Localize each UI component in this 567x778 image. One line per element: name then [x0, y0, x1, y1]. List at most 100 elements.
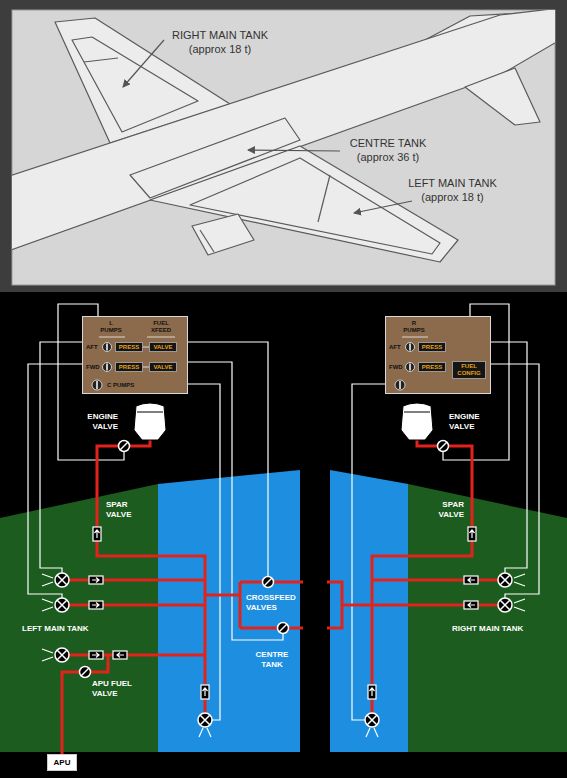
panel-switches	[406, 363, 415, 372]
apu-box: APU	[47, 754, 77, 771]
panel-label: AFT	[86, 344, 98, 351]
check-valve-symbol	[113, 651, 127, 659]
aircraft-illustration	[84, 58, 118, 62]
fuel-line	[327, 582, 372, 628]
fuel-line	[204, 699, 207, 713]
press-light-text: PRESS	[117, 343, 141, 351]
check-valve-symbol	[201, 685, 209, 699]
valve-symbol	[263, 577, 274, 588]
check-valve-symbol	[468, 527, 476, 541]
engine-symbol	[137, 412, 163, 413]
engine-symbol	[134, 403, 166, 440]
check-valve-symbol	[89, 527, 478, 699]
check-valve-symbol	[89, 651, 103, 659]
pump-inlet	[42, 649, 53, 661]
pump-symbol	[498, 573, 512, 587]
pump-inlet	[366, 728, 378, 737]
panel-switches	[399, 381, 401, 389]
panel-label: C PUMPS	[107, 382, 134, 389]
config-light: FUEL CONFIG	[452, 361, 486, 379]
leader-line	[248, 150, 340, 151]
check-valve-symbol	[95, 530, 100, 538]
fuel-line	[372, 604, 498, 607]
check-valve-symbol	[92, 653, 99, 658]
press-light-text: PRESS	[117, 363, 141, 371]
valve-light: VALVE	[149, 342, 177, 352]
pump-inlet	[199, 728, 211, 737]
valve-symbol	[120, 442, 128, 450]
pump-inlet	[42, 599, 53, 611]
tank-fill	[158, 470, 300, 752]
valve-symbol	[278, 623, 289, 634]
pump-symbol	[500, 575, 510, 585]
aircraft-illustration	[465, 68, 540, 125]
valve-symbol	[80, 667, 91, 678]
pump-symbol	[55, 573, 512, 727]
pump-symbol	[57, 650, 67, 660]
pump-inlet	[42, 574, 525, 737]
pump-symbol	[55, 573, 69, 587]
pump-inlet	[42, 574, 53, 586]
check-valve-symbol	[470, 530, 475, 538]
valve-symbol	[264, 578, 272, 586]
panel-switches	[386, 317, 490, 393]
check-valve-symbol	[89, 601, 103, 609]
config-light-text: FUEL CONFIG	[454, 362, 484, 378]
fuel-line	[62, 440, 498, 748]
tank-label: CENTRE TANK	[250, 650, 294, 670]
control-panel: R PUMPSAFTFWDPRESSPRESSFUEL CONFIG	[385, 316, 491, 394]
leader-line	[354, 201, 412, 213]
panel-switches	[92, 380, 102, 390]
panel-label: FWD	[389, 364, 403, 371]
control-wire	[352, 384, 385, 720]
valve-symbol	[438, 441, 449, 452]
tank-label: LEFT MAIN TANK	[22, 624, 89, 634]
fuel-line	[371, 699, 374, 713]
centre-tank: CENTRE TANK	[158, 470, 300, 748]
leader-line	[123, 40, 412, 213]
apu-box-text: APU	[49, 755, 75, 770]
check-valve-symbol	[464, 576, 478, 584]
panel-switches	[103, 363, 112, 372]
aircraft-illustration	[200, 230, 214, 252]
panel-label: FUEL XFEED	[147, 320, 175, 334]
pump-symbol	[498, 598, 512, 612]
control-wire	[28, 364, 82, 598]
check-valve-symbol	[370, 688, 375, 696]
tank-fill	[408, 484, 567, 752]
main-tank: RIGHT MAIN TANK	[408, 484, 567, 748]
control-panel: L PUMPSFUEL XFEEDAFTFWDC PUMPSPRESSPRESS…	[82, 316, 188, 394]
fuel-line	[62, 655, 108, 748]
press-light-text: PRESS	[420, 363, 444, 371]
pump-symbol	[367, 715, 377, 725]
press-light: PRESS	[115, 342, 143, 352]
tank-label: RIGHT MAIN TANK	[452, 624, 523, 634]
pump-symbol	[365, 713, 379, 727]
aircraft-illustration	[190, 158, 440, 254]
control-wire	[188, 342, 268, 576]
pump-symbol	[55, 648, 69, 662]
valve-symbol	[279, 624, 287, 632]
press-light: PRESS	[115, 362, 143, 372]
fuel-line	[372, 579, 498, 582]
pump-symbol	[198, 713, 212, 727]
panel-switches	[402, 337, 428, 338]
fuel-line	[97, 440, 205, 684]
tank-fill	[0, 470, 567, 752]
pump-inlet	[514, 574, 525, 586]
valve-label: ENGINE VALVE	[449, 412, 501, 432]
panel-switches	[83, 317, 187, 393]
valve-label: SPAR VALVE	[106, 500, 146, 520]
pump-symbol	[57, 600, 67, 610]
panel-switches	[406, 343, 415, 352]
check-valve-symbol	[93, 527, 101, 541]
panel-switches	[395, 380, 405, 390]
control-wire	[491, 364, 539, 598]
valve-label: ENGINE VALVE	[66, 412, 118, 432]
check-valve-symbol	[464, 601, 478, 609]
aircraft-illustration	[192, 214, 254, 255]
valve-symbol	[81, 668, 89, 676]
engine-symbol	[401, 403, 433, 440]
valve-label: SPAR VALVE	[424, 500, 464, 520]
